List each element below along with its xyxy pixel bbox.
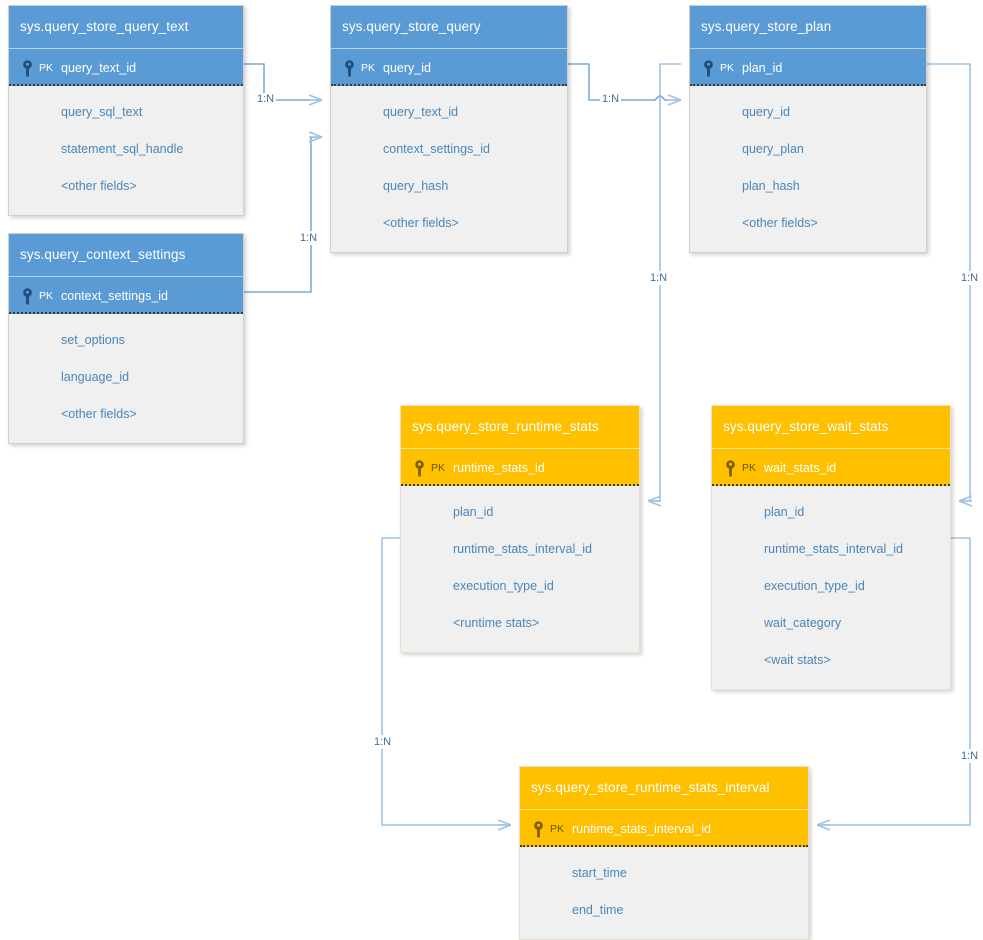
field-row: query_text_id xyxy=(383,105,459,119)
entity-field-list: query_id query_plan plan_hash <other fie… xyxy=(690,86,926,252)
cardinality-label-interval-to-wait-stats: 1:N xyxy=(959,749,981,763)
field-row: <other fields> xyxy=(61,179,137,193)
field-row: query_hash xyxy=(383,179,449,193)
cardinality-label-context-settings-to-query: 1:N xyxy=(298,231,320,245)
entity-query-store-wait-stats[interactable]: sys.query_store_wait_stats PK wait_stats… xyxy=(711,405,951,690)
entity-title: sys.query_store_runtime_stats xyxy=(401,406,639,448)
field-row: wait_category xyxy=(764,616,842,630)
entity-primary-key-row: PK runtime_stats_interval_id xyxy=(520,809,808,847)
pk-badge: PK xyxy=(720,62,735,74)
field-row: execution_type_id xyxy=(453,579,554,593)
field-row: runtime_stats_interval_id xyxy=(453,542,592,556)
entity-primary-key-row: PK plan_id xyxy=(690,48,926,86)
entity-field-list: query_text_id context_settings_id query_… xyxy=(331,86,567,252)
field-row: plan_id xyxy=(764,505,805,519)
entity-title: sys.query_store_runtime_stats_interval xyxy=(520,767,808,809)
entity-title: sys.query_store_query_text xyxy=(9,6,243,48)
entity-query-store-runtime-stats[interactable]: sys.query_store_runtime_stats PK runtime… xyxy=(400,405,640,653)
field-row: <other fields> xyxy=(61,407,137,421)
entity-title: sys.query_store_query xyxy=(331,6,567,48)
connector-context-settings-to-query xyxy=(244,137,322,293)
field-row: query_id xyxy=(742,105,790,119)
entity-query-store-runtime-stats-interval[interactable]: sys.query_store_runtime_stats_interval P… xyxy=(519,766,809,940)
field-row: runtime_stats_interval_id xyxy=(764,542,903,556)
field-row: <wait stats> xyxy=(764,653,831,667)
entity-field-list: set_options language_id <other fields> xyxy=(9,314,243,443)
cardinality-label-plan-to-runtime-stats: 1:N xyxy=(648,271,670,285)
entity-primary-key-row: PK query_text_id xyxy=(9,48,243,86)
entity-primary-key-row: PK wait_stats_id xyxy=(712,448,950,486)
entity-query-context-settings[interactable]: sys.query_context_settings PK context_se… xyxy=(8,233,244,444)
key-icon xyxy=(534,821,543,838)
key-icon xyxy=(345,60,354,77)
field-row: plan_hash xyxy=(742,179,800,193)
entity-query-store-query[interactable]: sys.query_store_query PK query_id query_… xyxy=(330,5,568,253)
entity-query-store-plan[interactable]: sys.query_store_plan PK plan_id query_id… xyxy=(689,5,927,253)
field-row: <other fields> xyxy=(742,216,818,230)
cardinality-label-query-to-plan: 1:N xyxy=(600,93,622,105)
pk-field-name: plan_id xyxy=(742,61,783,75)
key-icon xyxy=(726,460,735,477)
key-icon xyxy=(23,60,32,77)
pk-badge: PK xyxy=(550,823,565,835)
field-row: start_time xyxy=(572,866,627,880)
pk-field-name: runtime_stats_id xyxy=(453,461,545,475)
cardinality-label-plan-to-wait-stats: 1:N xyxy=(959,271,981,285)
field-row: set_options xyxy=(61,333,125,347)
cardinality-label-interval-to-runtime-stats: 1:N xyxy=(372,735,394,749)
pk-badge: PK xyxy=(39,62,54,74)
pk-field-name: query_text_id xyxy=(61,61,137,75)
entity-field-list: query_sql_text statement_sql_handle <oth… xyxy=(9,86,243,215)
entity-title: sys.query_store_wait_stats xyxy=(712,406,950,448)
entity-primary-key-row: PK query_id xyxy=(331,48,567,86)
field-row: <other fields> xyxy=(383,216,459,230)
entity-field-list: start_time end_time xyxy=(520,847,808,939)
pk-field-name: context_settings_id xyxy=(61,289,169,303)
pk-badge: PK xyxy=(742,462,757,474)
pk-field-name: wait_stats_id xyxy=(764,461,837,475)
entity-query-store-query-text[interactable]: sys.query_store_query_text PK query_text… xyxy=(8,5,244,216)
entity-title: sys.query_context_settings xyxy=(9,234,243,276)
field-row: context_settings_id xyxy=(383,142,491,156)
field-row: plan_id xyxy=(453,505,494,519)
key-icon xyxy=(704,60,713,77)
field-row: end_time xyxy=(572,903,624,917)
entity-field-list: plan_id runtime_stats_interval_id execut… xyxy=(401,486,639,652)
field-row: query_plan xyxy=(742,142,804,156)
field-row: query_sql_text xyxy=(61,105,143,119)
connector-query-to-plan xyxy=(568,63,681,100)
entity-primary-key-row: PK context_settings_id xyxy=(9,276,243,314)
entity-field-list: plan_id runtime_stats_interval_id execut… xyxy=(712,486,950,689)
field-row: execution_type_id xyxy=(764,579,865,593)
entity-primary-key-row: PK runtime_stats_id xyxy=(401,448,639,486)
field-row: statement_sql_handle xyxy=(61,142,184,156)
field-row: <runtime stats> xyxy=(453,616,540,630)
key-icon xyxy=(23,288,32,305)
cardinality-label-query-text-to-query: 1:N xyxy=(255,93,277,105)
pk-badge: PK xyxy=(39,290,54,302)
field-row: language_id xyxy=(61,370,130,384)
entity-title: sys.query_store_plan xyxy=(690,6,926,48)
pk-field-name: query_id xyxy=(383,61,431,75)
pk-field-name: runtime_stats_interval_id xyxy=(572,822,711,836)
pk-badge: PK xyxy=(361,62,376,74)
key-icon xyxy=(415,460,424,477)
pk-badge: PK xyxy=(431,462,446,474)
